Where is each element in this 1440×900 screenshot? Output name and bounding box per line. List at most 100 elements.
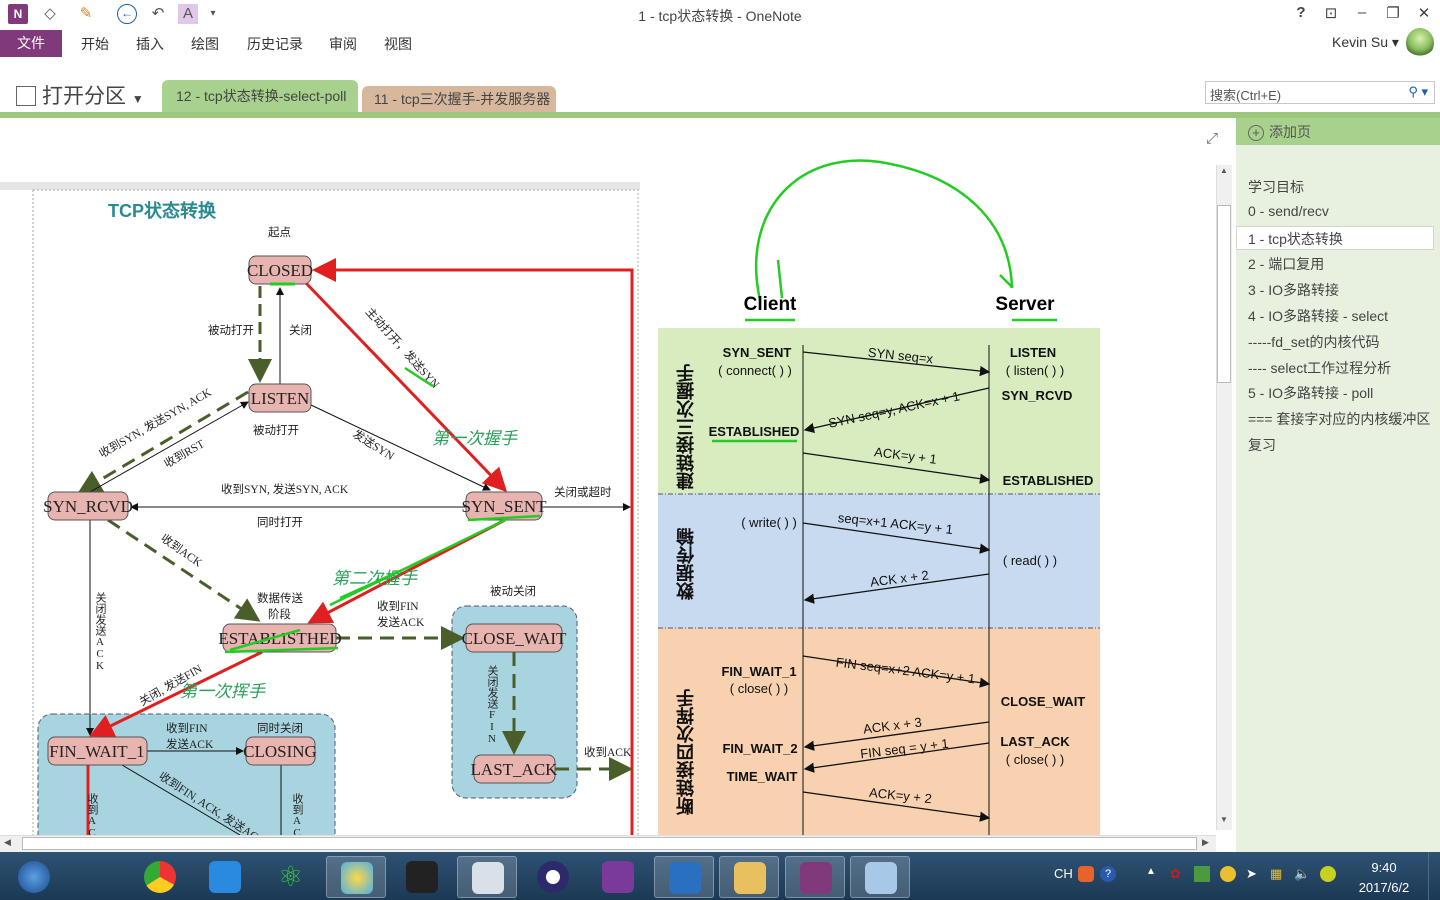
message-arrow [802,791,991,822]
text-format-icon[interactable]: A [178,4,198,24]
label-recv-fin-2: 收到FIN [166,721,208,735]
scroll-right-icon[interactable]: ▶ [1202,837,1209,847]
diagram-title: TCP状态转换 [108,200,217,221]
help-tray-icon[interactable]: ? [1100,866,1116,882]
page-item[interactable]: 复习 [1248,437,1276,453]
message-label: ACK x + 2 [869,568,929,590]
eclipse-icon [536,861,569,893]
label-data-transfer-2: 阶段 [268,607,291,621]
security-tray-icon[interactable] [1320,866,1336,882]
taskbar-vmware[interactable] [653,856,714,898]
chevron-down-icon: ▼ [131,92,144,106]
taskbar-visual-studio[interactable] [588,856,648,898]
user-name[interactable]: Kevin Su ▾ [1332,34,1399,50]
page-content: TCP状态转换 起点 CLOSED LISTEN SYN_RCVD SYN_SE… [0,159,1100,835]
network-icon[interactable]: ▦ [1270,866,1283,881]
section-tab-12[interactable]: 12 - tcp状态转换-select-poll [162,80,358,112]
client-close: ( close( ) ) [730,681,789,696]
show-hidden-icons[interactable]: ▲ [1146,866,1156,877]
undo-icon[interactable]: ↶ [151,5,165,22]
label-send-ack: 发送ACK [377,615,425,629]
send-tray-icon[interactable]: ➤ [1246,866,1257,881]
page-item[interactable]: 2 - 端口复用 [1248,256,1325,273]
edge-finwait1-timewait [121,764,241,835]
server-established: ESTABLISHED [1003,473,1094,488]
qq-icon [405,861,438,893]
sogou-icon[interactable] [1078,866,1094,882]
tab-review[interactable]: 审阅 [329,36,357,52]
page-item[interactable]: 3 - IO多路转接 [1248,282,1340,299]
back-icon[interactable]: ← [117,4,137,24]
open-section-button[interactable]: 打开分区 ▼ [16,80,144,110]
page-item[interactable]: 1 - tcp状态转换 [1248,230,1343,247]
tab-draw[interactable]: 绘图 [191,36,219,52]
messenger-tray-icon[interactable] [1220,866,1236,882]
horizontal-scroll-thumb[interactable] [22,837,1197,850]
taskbar-file-explorer[interactable] [719,856,779,898]
taskbar-messenger[interactable] [326,856,386,898]
update-tray-icon[interactable] [1194,866,1210,882]
page-item[interactable]: 5 - IO多路转接 - poll [1248,385,1374,402]
customize-icon[interactable]: ▾ [210,8,216,19]
taskbar-eclipse[interactable] [523,856,583,898]
taskbar-start[interactable] [4,856,64,898]
container-handle[interactable] [0,182,640,190]
label-close: 关闭 [289,323,312,337]
scroll-down-icon[interactable]: ▼ [1220,815,1228,824]
input-language[interactable]: CH [1054,866,1073,881]
search-icon[interactable]: ⚲ ▾ [1408,84,1428,99]
taskbar-baidu-netdisk[interactable] [195,856,255,898]
taskbar-chrome[interactable] [130,856,190,898]
dock-icon[interactable]: ◇ [44,5,56,22]
vertical-scroll-thumb[interactable] [1217,205,1231,383]
section-tab-11[interactable]: 11 - tcp三次握手-并发服务器 [362,86,556,112]
vmware-icon [668,862,701,894]
page-item[interactable]: 0 - send/recv [1248,202,1329,219]
add-page-button[interactable]: +添加页 [1236,118,1440,145]
messenger-icon [341,862,373,894]
taskbar-remote-desktop[interactable] [457,856,517,898]
page-item[interactable]: 4 - IO多路转接 - select [1248,308,1389,324]
message-label: SYN seq=x [867,345,934,367]
edge-listen-synrcvd [77,390,249,494]
restore-icon[interactable]: ❐ [1386,5,1400,22]
search-input[interactable]: 搜索(Ctrl+E)⚲ ▾ [1205,81,1435,104]
pen-icon[interactable]: ✎ [79,5,93,22]
annotation-underline [404,366,434,388]
help-icon[interactable]: ? [1296,4,1306,21]
fullscreen-icon[interactable]: ⊡ [1324,5,1338,22]
annotation-strokes [224,514,541,654]
taskbar-qq[interactable] [392,856,452,898]
tab-view[interactable]: 视图 [384,36,412,52]
settings-tray-icon[interactable]: ✿ [1170,866,1181,881]
page-item[interactable]: -----fd_set的内核代码 [1248,333,1380,350]
taskbar-atom[interactable]: ⚛ [261,856,321,898]
visual-studio-icon [602,861,634,893]
minimize-icon[interactable]: – [1357,4,1367,21]
label-close-or-timeout: 关闭或超时 [554,485,612,499]
page-item[interactable]: ---- select工作过程分析 [1248,359,1392,376]
tab-home[interactable]: 开始 [81,36,109,52]
state-fin-wait-1: FIN_WAIT_1 [49,742,144,761]
phase-transfer-label: 数据传输 [675,527,696,601]
tab-history[interactable]: 历史记录 [247,36,303,52]
scroll-left-icon[interactable]: ◀ [4,837,11,847]
taskbar-onenote[interactable] [784,856,845,898]
page-item[interactable]: === 套接字对应的内核缓冲区 [1248,411,1431,428]
message-arrow [803,721,990,751]
taskbar-calculator[interactable] [850,856,910,898]
expand-icon[interactable]: ⤢ [1206,130,1219,147]
tab-file[interactable]: 文件 [0,30,62,57]
scroll-up-icon[interactable]: ▲ [1220,166,1228,175]
volume-icon[interactable]: 🔈 [1294,866,1311,881]
avatar[interactable] [1406,28,1434,58]
chrome-icon [143,861,176,893]
close-icon[interactable]: ✕ [1417,5,1431,22]
label-passive-close: 被动关闭 [490,584,536,598]
label-recv-ack: 收到ACK [158,531,205,570]
show-desktop-button[interactable] [1428,852,1440,900]
tab-insert[interactable]: 插入 [136,36,164,52]
server-close: ( close( ) ) [1006,752,1065,767]
page-item[interactable]: 学习目标 [1248,179,1304,195]
